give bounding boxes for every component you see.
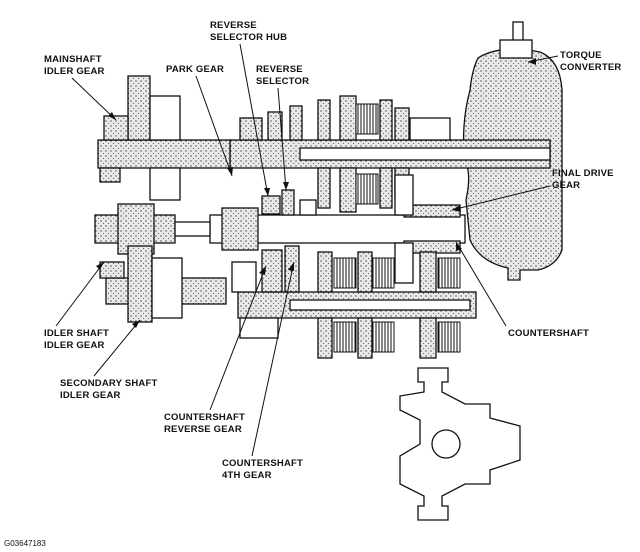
svg-text:COUNTERSHAFT: COUNTERSHAFT	[222, 458, 303, 469]
svg-text:IDLER SHAFT: IDLER SHAFT	[44, 328, 109, 339]
svg-text:MAINSHAFT: MAINSHAFT	[44, 54, 102, 65]
label-mainshaft-idler-gear: MAINSHAFT IDLER GEAR	[44, 54, 117, 121]
figure-code: G03647183	[4, 539, 46, 548]
countershaft	[231, 245, 477, 359]
svg-text:PARK GEAR: PARK GEAR	[166, 64, 224, 75]
label-countershaft: COUNTERSHAFT	[455, 241, 589, 339]
svg-text:GEAR: GEAR	[552, 180, 580, 191]
label-countershaft-reverse-gear: COUNTERSHAFT REVERSE GEAR	[164, 265, 267, 435]
label-park-gear: PARK GEAR	[166, 64, 233, 177]
svg-text:CONVERTER: CONVERTER	[560, 62, 621, 73]
svg-text:FINAL DRIVE: FINAL DRIVE	[552, 168, 614, 179]
svg-text:REVERSE GEAR: REVERSE GEAR	[164, 424, 242, 435]
svg-text:IDLER GEAR: IDLER GEAR	[44, 340, 105, 351]
svg-text:COUNTERSHAFT: COUNTERSHAFT	[508, 328, 589, 339]
svg-text:COUNTERSHAFT: COUNTERSHAFT	[164, 412, 245, 423]
svg-text:REVERSE: REVERSE	[210, 20, 257, 31]
svg-text:SELECTOR HUB: SELECTOR HUB	[210, 32, 287, 43]
svg-text:TORQUE: TORQUE	[560, 50, 602, 61]
differential	[399, 367, 521, 521]
label-secondary-shaft-idler-gear: SECONDARY SHAFT IDLER GEAR	[60, 319, 157, 401]
label-reverse-selector: REVERSE SELECTOR	[256, 64, 309, 191]
label-countershaft-4th-gear: COUNTERSHAFT 4TH GEAR	[222, 261, 303, 481]
svg-text:IDLER GEAR: IDLER GEAR	[44, 66, 105, 77]
label-torque-converter: TORQUE CONVERTER	[527, 50, 621, 73]
label-reverse-selector-hub: REVERSE SELECTOR HUB	[210, 20, 287, 197]
svg-text:4TH GEAR: 4TH GEAR	[222, 470, 272, 481]
svg-text:IDLER GEAR: IDLER GEAR	[60, 390, 121, 401]
secondary-shaft	[209, 174, 466, 284]
svg-text:SELECTOR: SELECTOR	[256, 76, 309, 87]
svg-text:REVERSE: REVERSE	[256, 64, 303, 75]
label-final-drive-gear: FINAL DRIVE GEAR	[451, 168, 614, 212]
idler-shaft-assembly	[94, 75, 231, 323]
label-idler-shaft-idler-gear: IDLER SHAFT IDLER GEAR	[44, 261, 109, 351]
svg-text:SECONDARY SHAFT: SECONDARY SHAFT	[60, 378, 157, 389]
mainshaft	[229, 95, 551, 213]
